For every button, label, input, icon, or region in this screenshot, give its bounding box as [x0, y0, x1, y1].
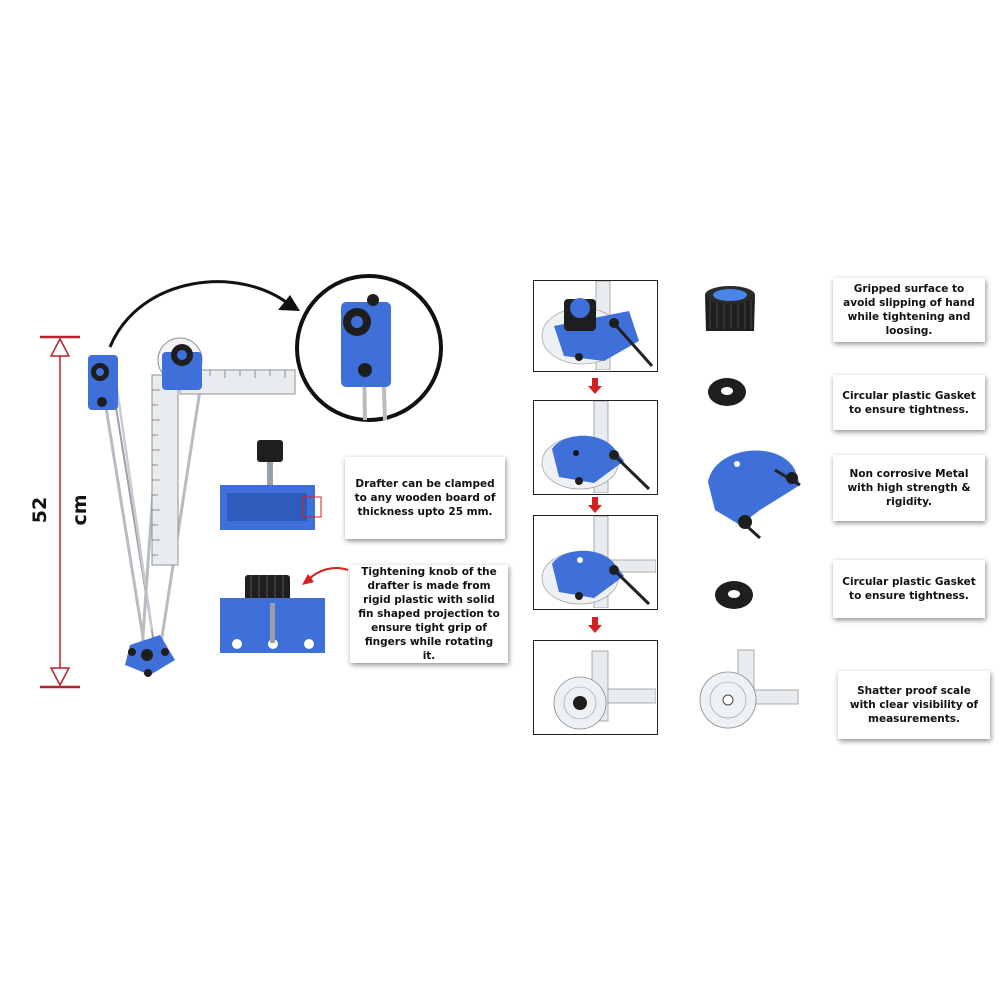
step-frame-3 — [533, 515, 658, 610]
caption-knob-text: Tightening knob of the drafter is made f… — [358, 566, 500, 662]
dimension-label: 52 cm — [29, 494, 91, 526]
knob-cap-photo — [705, 286, 755, 331]
caption-knob: Tightening knob of the drafter is made f… — [350, 565, 508, 663]
caption-gasket-top-text: Circular plastic Gasket to ensure tightn… — [842, 389, 976, 416]
gasket-top-photo — [708, 378, 746, 406]
dimension-indicator — [40, 335, 80, 689]
step-1-photo — [541, 281, 654, 370]
step-2-photo — [541, 401, 651, 493]
down-arrow-icon — [588, 617, 602, 633]
dimension-arrow-icon — [49, 667, 71, 687]
step-frame-2 — [533, 400, 658, 495]
caption-clamp: Drafter can be clamped to any wooden boa… — [345, 457, 505, 539]
caption-clamp-text: Drafter can be clamped to any wooden boa… — [354, 478, 496, 518]
knob-photo — [220, 575, 325, 653]
caption-metal: Non corrosive Metal with high strength &… — [833, 455, 985, 521]
caption-gasket-bottom-text: Circular plastic Gasket to ensure tightn… — [842, 576, 976, 602]
dimension-arrow-icon — [49, 337, 71, 357]
step-4-photo — [553, 650, 656, 730]
red-pointer-arrow-icon — [302, 567, 349, 585]
down-arrow-icon — [588, 497, 602, 513]
drafter-illustration — [88, 337, 296, 677]
caption-gripped-text: Gripped surface to avoid slipping of han… — [843, 283, 975, 337]
step-frame-4 — [533, 640, 658, 735]
gasket-bottom-photo — [715, 581, 753, 609]
caption-scale: Shatter proof scale with clear visibilit… — [838, 671, 990, 739]
caption-gasket-bottom: Circular plastic Gasket to ensure tightn… — [833, 560, 985, 618]
metal-plate-photo — [708, 450, 801, 540]
step-3-photo — [541, 516, 656, 608]
caption-gripped: Gripped surface to avoid slipping of han… — [833, 278, 985, 342]
scale-photo — [699, 649, 799, 729]
curved-arrow-icon — [108, 280, 300, 348]
caption-gasket-top: Circular plastic Gasket to ensure tightn… — [833, 375, 985, 430]
clamp-photo — [220, 440, 322, 530]
caption-scale-text: Shatter proof scale with clear visibilit… — [849, 685, 979, 725]
step-frame-1 — [533, 280, 658, 372]
zoom-detail-circle — [295, 274, 443, 422]
down-arrow-icon — [588, 378, 602, 394]
caption-metal-text: Non corrosive Metal with high strength &… — [847, 468, 971, 508]
